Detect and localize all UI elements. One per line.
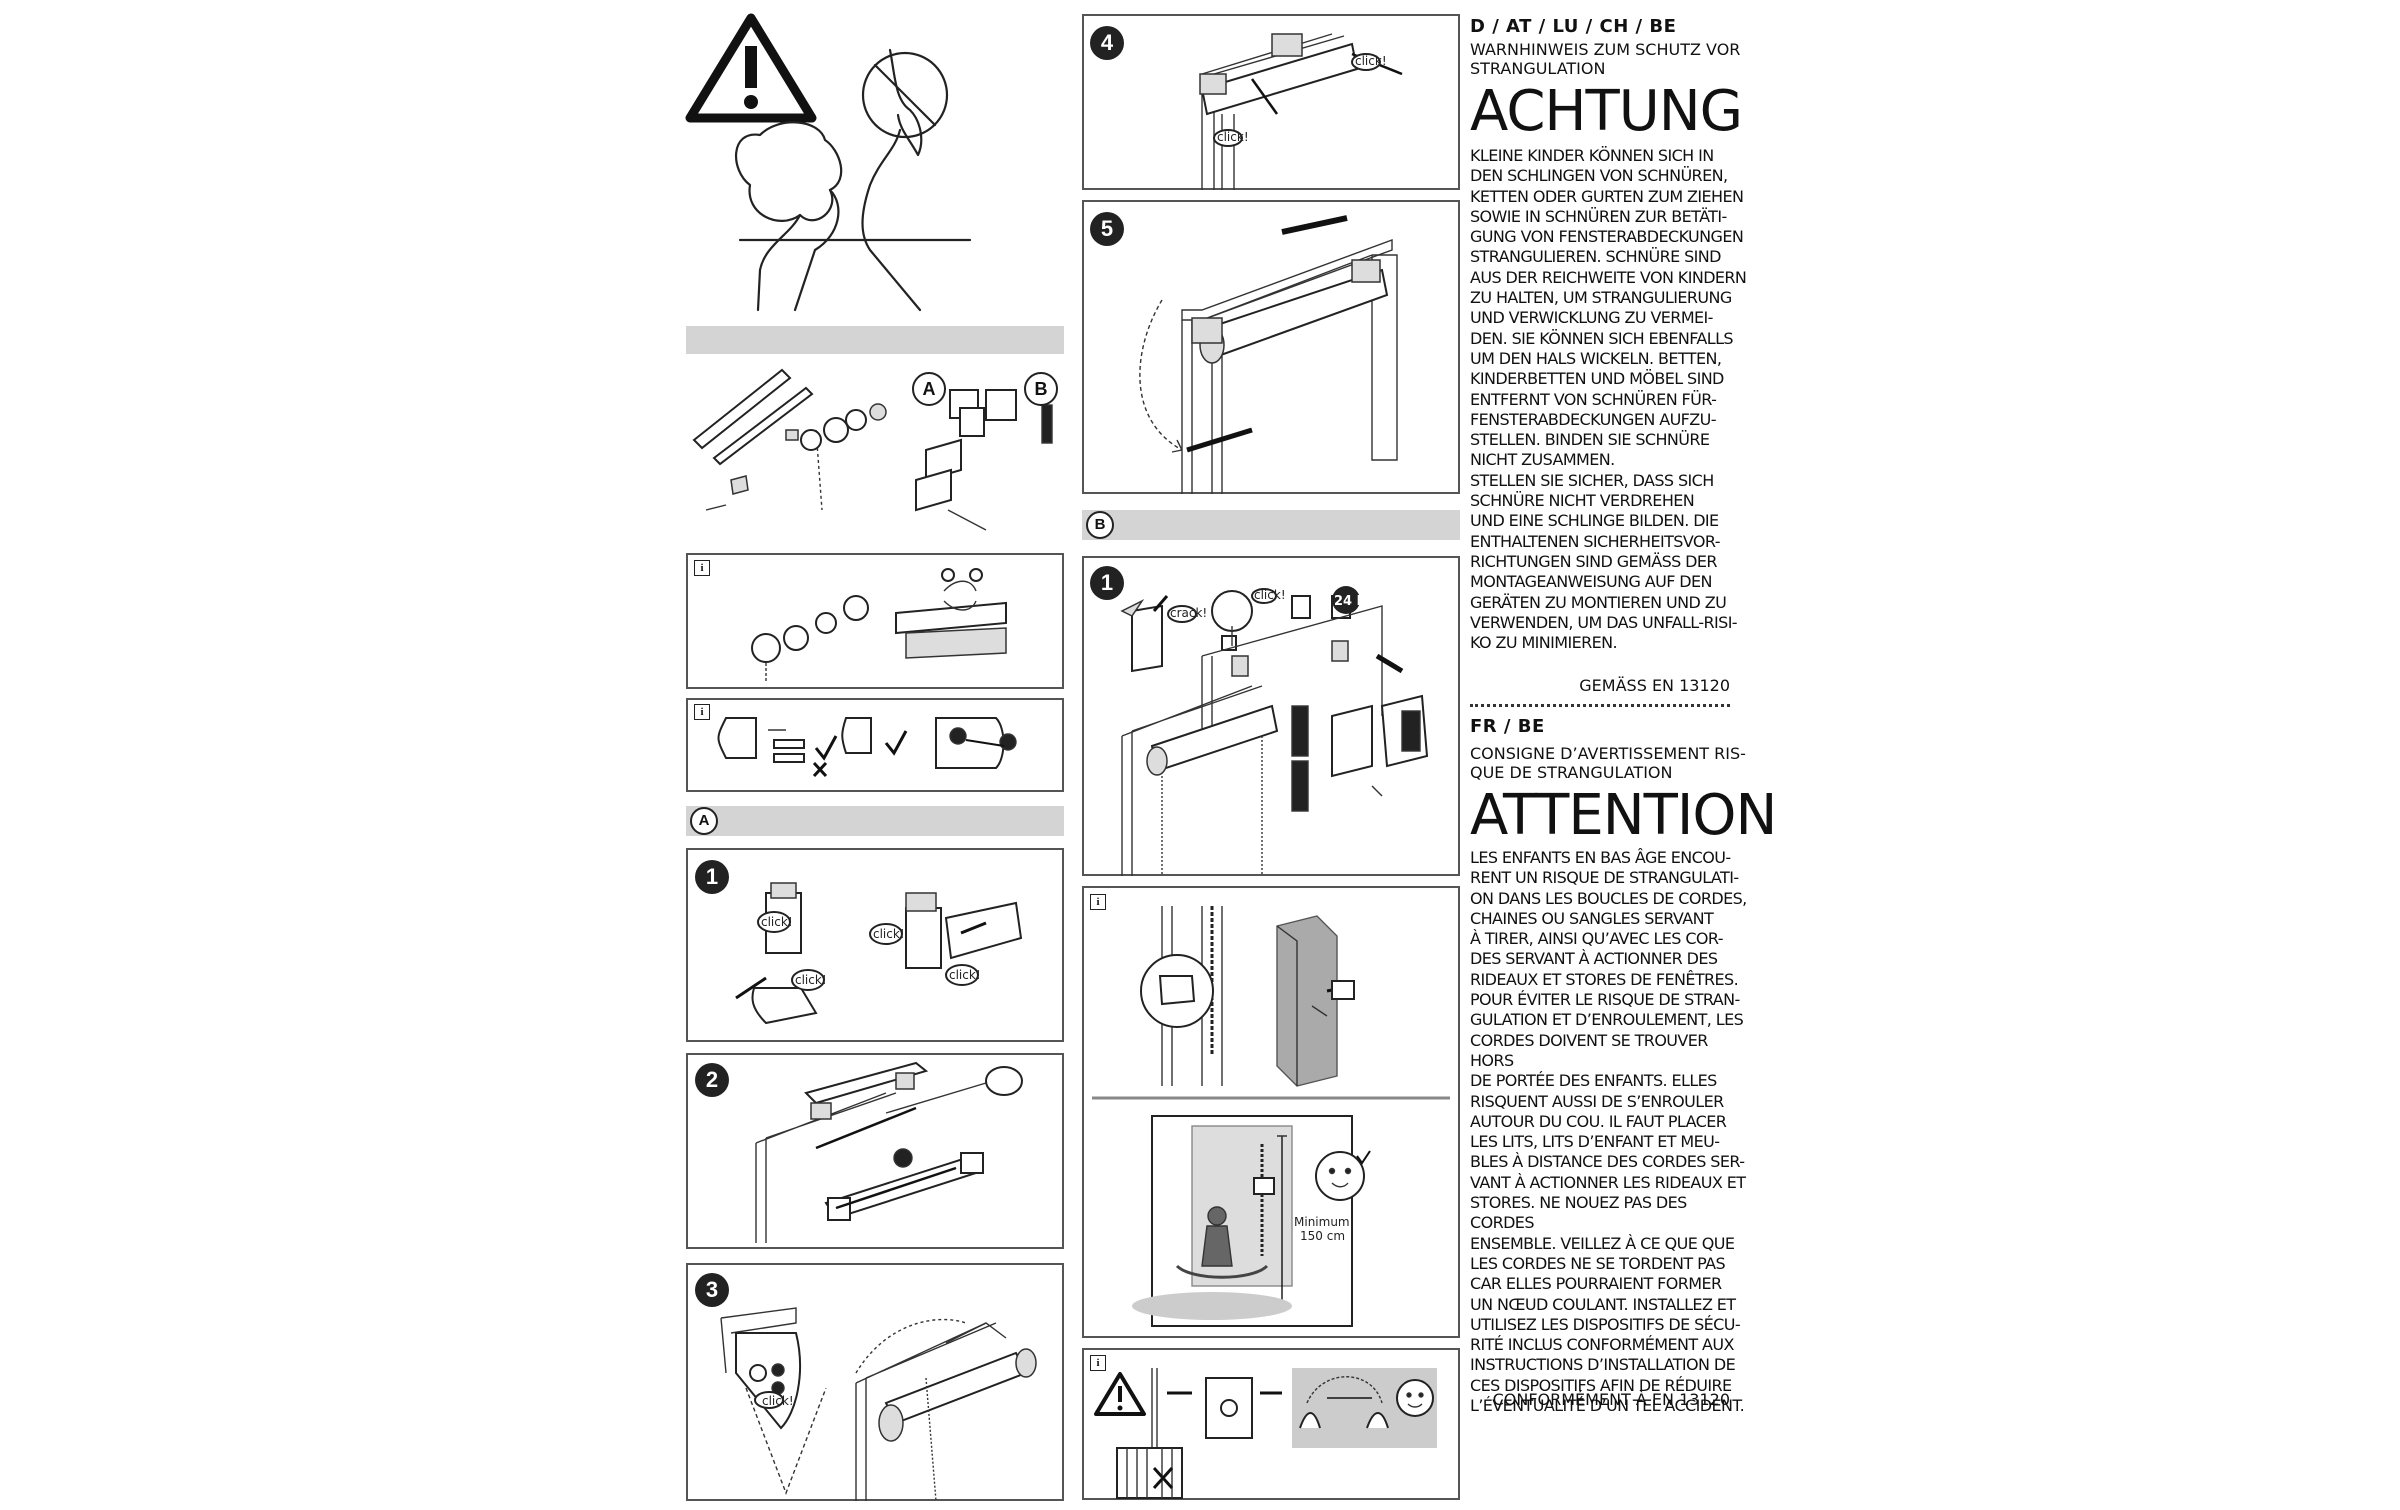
- section-a-header-marker: A: [690, 807, 718, 835]
- minimum-value: 150 cm: [1300, 1229, 1345, 1243]
- step-a2-illustration: [755, 1061, 1023, 1243]
- step-number: 5: [1090, 212, 1124, 246]
- svg-text:click!: click!: [795, 973, 827, 987]
- end-cap-assembly-illustration: [751, 568, 1007, 683]
- step-number: 1: [1090, 566, 1124, 600]
- section-a-marker: A: [912, 372, 946, 406]
- cord-safety-illustration: Minimum 150 cm: [1092, 906, 1450, 1327]
- click-label: click!: [761, 915, 793, 929]
- section-divider: [1470, 704, 1730, 707]
- svg-text:crack!: crack!: [1170, 606, 1207, 620]
- norm-fr: CONFORMÉMENT À EN 13120: [1492, 1390, 1730, 1409]
- heading-de: ACHTUNG: [1470, 79, 1743, 144]
- subtitle-de: WARNHINWEIS ZUM SCHUTZ VOR STRANGULATION: [1470, 40, 1741, 78]
- svg-text:click!: click!: [1217, 130, 1249, 144]
- section-b-header-marker: B: [1086, 511, 1114, 539]
- step-number: 1: [695, 860, 729, 894]
- step-number: 2: [695, 1063, 729, 1097]
- svg-text:click!: click!: [762, 1394, 794, 1408]
- minimum-label: Minimum: [1294, 1215, 1350, 1229]
- step-a3-illustration: click!: [720, 1307, 1037, 1502]
- 24h-label: 24 h: [1334, 594, 1366, 609]
- subtitle-fr: CONSIGNE D’AVERTISSEMENT RIS- QUE DE STR…: [1470, 744, 1746, 782]
- warning-triangle-icon: [685, 13, 817, 123]
- step-number: 4: [1090, 26, 1124, 60]
- info-icon: i: [694, 704, 710, 720]
- section-b-marker: B: [1024, 372, 1058, 406]
- svg-text:click!: click!: [1254, 588, 1286, 602]
- step-4-illustration: click! click!: [1199, 33, 1403, 190]
- svg-text:click!: click!: [873, 927, 905, 941]
- bracket-orientation-illustration: [717, 717, 1017, 778]
- body-fr: LES ENFANTS EN BAS ÂGE ENCOU- RENT UN RI…: [1470, 848, 1747, 1416]
- info-icon: i: [694, 560, 710, 576]
- norm-de: GEMÄSS EN 13120: [1579, 676, 1730, 695]
- step-a1-panel: [686, 848, 1064, 1042]
- child-strangulation-illustration: [735, 48, 972, 312]
- info-icon: i: [1090, 894, 1106, 910]
- step-5-illustration: [1139, 215, 1398, 494]
- svg-text:click!: click!: [949, 968, 981, 982]
- parts-illustration: [692, 368, 1053, 531]
- countries-de: D / AT / LU / CH / BE: [1470, 16, 1677, 37]
- heading-fr: ATTENTION: [1470, 783, 1777, 848]
- info-icon: i: [1090, 1355, 1106, 1371]
- body-de: KLEINE KINDER KÖNNEN SICH IN DEN SCHLING…: [1470, 146, 1747, 653]
- section-a-bar: [686, 806, 1064, 836]
- step-4-panel: [1082, 14, 1460, 190]
- countries-fr: FR / BE: [1470, 716, 1545, 737]
- svg-text:click!: click!: [1355, 54, 1387, 68]
- step-a1-illustration: click! click! click! click!: [735, 882, 1023, 1025]
- step-number: 3: [695, 1273, 729, 1307]
- parts-header-bar: [686, 326, 1064, 354]
- warning-sequence-illustration: [1094, 1368, 1437, 1499]
- step-b1-illustration: 24 h crack! click!: [1120, 586, 1429, 876]
- section-b-bar: [1082, 510, 1460, 540]
